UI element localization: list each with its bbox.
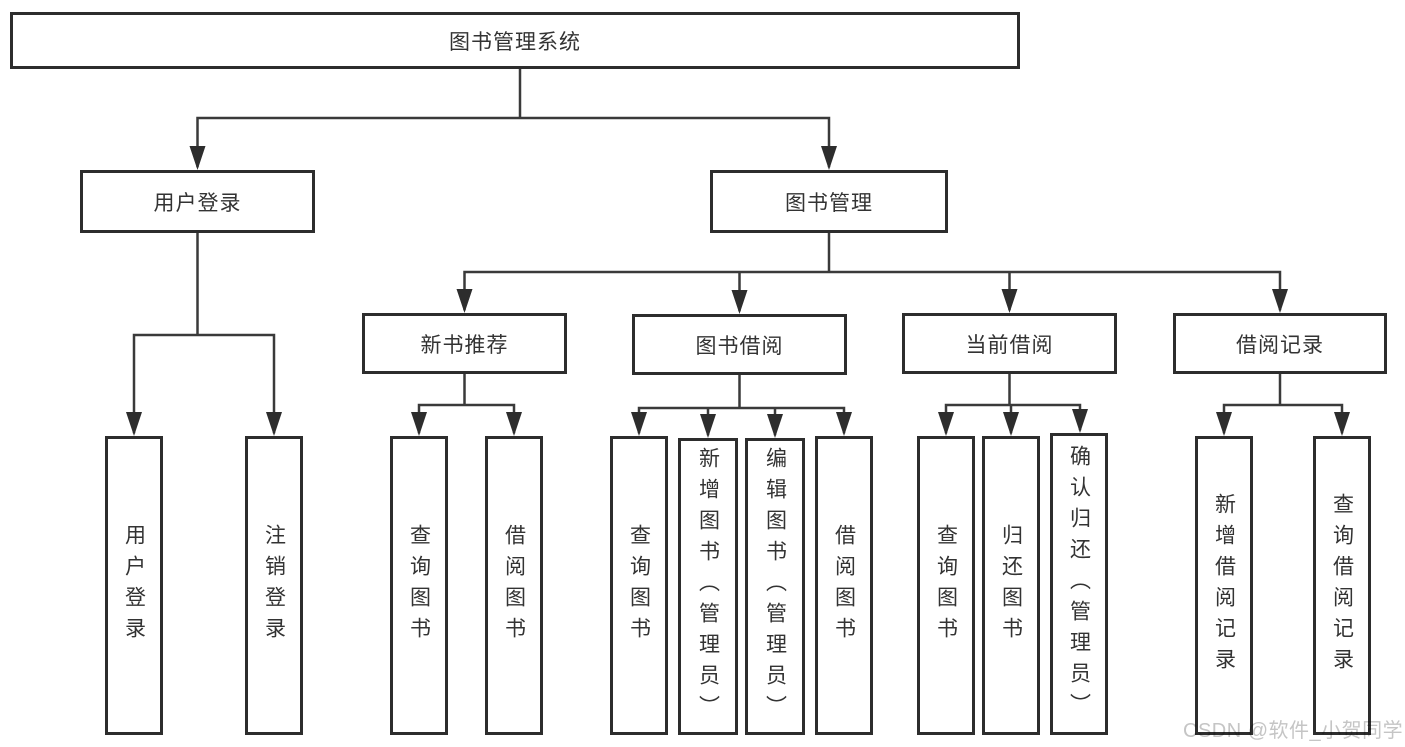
leaf-query-books-current: 查询图书 — [917, 436, 975, 735]
leaf-borrow-books-recommend: 借阅图书 — [485, 436, 543, 735]
leaf-borrow-books: 借阅图书 — [815, 436, 873, 735]
leaf-return-books: 归还图书 — [982, 436, 1040, 735]
node-borrowing-records: 借阅记录 — [1173, 313, 1387, 374]
leaf-confirm-return-admin: 确认归还（管理员） — [1050, 433, 1108, 735]
leaf-add-books-admin: 新增图书（管理员） — [678, 438, 738, 735]
node-library-system: 图书管理系统 — [10, 12, 1020, 69]
leaf-add-borrow-record: 新增借阅记录 — [1195, 436, 1253, 735]
node-user-login: 用户登录 — [80, 170, 315, 233]
node-new-book-recommendation: 新书推荐 — [362, 313, 567, 374]
leaf-query-borrow-record: 查询借阅记录 — [1313, 436, 1371, 735]
csdn-watermark: CSDN @软件_小贺同学 — [1183, 720, 1404, 742]
leaf-logout: 注销登录 — [245, 436, 303, 735]
leaf-query-books-recommend: 查询图书 — [390, 436, 448, 735]
node-book-borrowing: 图书借阅 — [632, 314, 847, 375]
node-book-management: 图书管理 — [710, 170, 948, 233]
node-current-borrowing: 当前借阅 — [902, 313, 1117, 374]
leaf-edit-books-admin: 编辑图书（管理员） — [745, 438, 805, 735]
leaf-query-books-borrowing: 查询图书 — [610, 436, 668, 735]
leaf-user-login: 用户登录 — [105, 436, 163, 735]
